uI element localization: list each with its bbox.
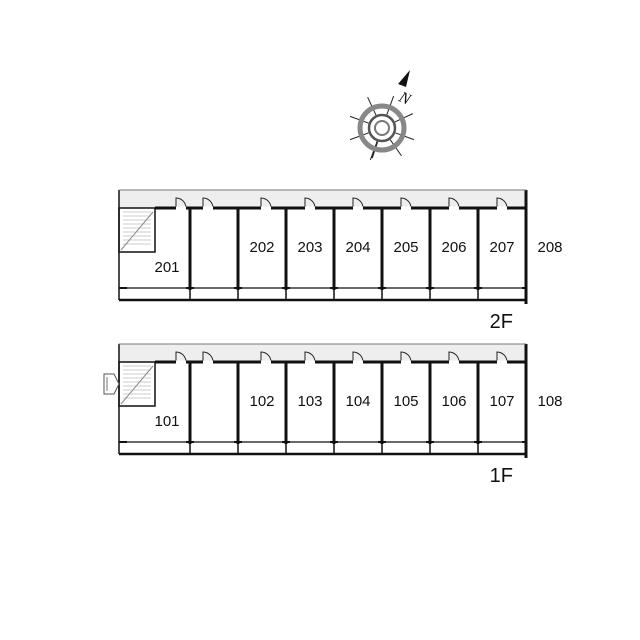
door-opening xyxy=(497,360,507,364)
unit-label-105: 105 xyxy=(393,393,418,410)
door-opening xyxy=(353,360,363,364)
unit-label-101: 101 xyxy=(154,413,179,430)
door-opening xyxy=(176,360,186,364)
door-opening xyxy=(261,360,271,364)
door-opening xyxy=(176,206,186,210)
floor-2F: 201 202 203 204 205 206 207 208 2F xyxy=(118,189,563,333)
door-opening xyxy=(401,206,411,210)
floor-label: 1F xyxy=(490,465,513,487)
stair-diagonal xyxy=(120,211,154,251)
north-arrow-icon xyxy=(398,70,410,87)
unit-label-206: 206 xyxy=(441,239,466,256)
unit-label-204: 204 xyxy=(345,239,370,256)
door-opening xyxy=(497,206,507,210)
unit-label-205: 205 xyxy=(393,239,418,256)
floor-1F: 101 102 103 104 105 106 107 108 1F xyxy=(103,343,563,487)
unit-label-201: 201 xyxy=(154,259,179,276)
unit-label-208: 208 xyxy=(537,239,562,256)
compass-ring xyxy=(357,103,407,153)
unit-label-102: 102 xyxy=(249,393,274,410)
unit-label-203: 203 xyxy=(297,239,322,256)
unit-label-202: 202 xyxy=(249,239,274,256)
door-opening xyxy=(449,206,459,210)
door-opening xyxy=(305,360,315,364)
entrance-mark xyxy=(103,373,120,395)
door-opening xyxy=(353,206,363,210)
floor-label: 2F xyxy=(490,311,513,333)
unit-label-207: 207 xyxy=(489,239,514,256)
stair-diagonal xyxy=(120,365,154,405)
compass-rose-icon: N xyxy=(349,70,414,161)
unit-label-107: 107 xyxy=(489,393,514,410)
door-opening xyxy=(203,206,213,210)
unit-label-103: 103 xyxy=(297,393,322,410)
unit-label-108: 108 xyxy=(537,393,562,410)
door-opening xyxy=(305,206,315,210)
unit-label-104: 104 xyxy=(345,393,370,410)
door-opening xyxy=(261,206,271,210)
unit-label-106: 106 xyxy=(441,393,466,410)
door-opening xyxy=(449,360,459,364)
compass-core xyxy=(374,120,390,136)
compass-inner-ring xyxy=(367,113,397,143)
north-label: N xyxy=(395,88,414,109)
door-opening xyxy=(401,360,411,364)
door-opening xyxy=(203,360,213,364)
